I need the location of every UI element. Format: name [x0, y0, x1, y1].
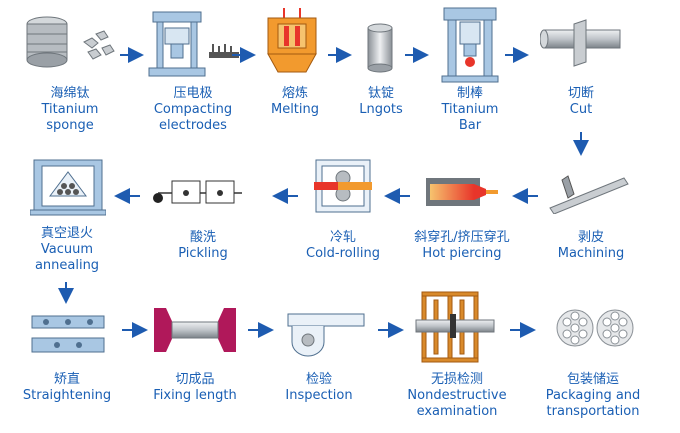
- step-label-en: Vacuum: [40, 242, 94, 257]
- step-nondestructive-examination: 无损检测 Nondestructive examination: [392, 372, 522, 420]
- step-pickling: 酸洗 Pickling: [138, 230, 268, 262]
- step-label-en: Machining: [557, 246, 625, 261]
- step-label-cn: 切断: [567, 86, 594, 101]
- step-label-cn: 酸洗: [189, 230, 216, 245]
- step-cold-rolling: 冷轧 Cold-rolling: [278, 230, 408, 262]
- step-label-en: Titanium: [41, 102, 99, 117]
- ingot-icon: [367, 23, 393, 73]
- step-label-cn: 矫直: [53, 372, 80, 387]
- step-label-en: annealing: [34, 258, 100, 273]
- step-straightening: 矫直 Straightening: [2, 372, 132, 404]
- step-label-en: Pickling: [178, 246, 228, 261]
- step-titanium-bar: 制棒 Titanium Bar: [405, 86, 535, 134]
- step-label-en: Titanium: [441, 102, 499, 117]
- step-label-cn: 钛锭: [367, 86, 394, 101]
- step-label-en: sponge: [46, 118, 94, 133]
- step-label-cn: 切成品: [175, 372, 215, 387]
- step-label-en: examination: [416, 404, 498, 419]
- step-label-cn: 斜穿孔/挤压穿孔: [414, 230, 510, 245]
- step-label-cn: 压电极: [173, 86, 213, 101]
- forge-icon: [441, 7, 499, 83]
- step-label-en: Bar: [458, 118, 482, 133]
- inspection-icon: [287, 313, 365, 357]
- step-label-en: Lngots: [359, 102, 403, 117]
- step-hot-piercing: 斜穿孔/挤压穿孔 Hot piercing: [397, 230, 527, 262]
- step-label-en: Straightening: [22, 388, 112, 403]
- step-label-cn: 冷轧: [329, 230, 356, 245]
- step-label-en: electrodes: [159, 118, 227, 133]
- step-label-en: Inspection: [285, 388, 353, 403]
- step-inspection: 检验 Inspection: [254, 372, 384, 404]
- step-label-cn: 检验: [305, 372, 332, 387]
- step-ingots: 钛锭 Lngots: [316, 86, 446, 118]
- saw-icon: [540, 19, 621, 67]
- annealing-icon: [30, 159, 106, 216]
- step-label-cn: 无损检测: [430, 372, 483, 387]
- rolling-icon: [314, 159, 372, 213]
- step-packaging-transportation: 包装储运 Packaging and transportation: [528, 372, 658, 420]
- step-label-en: Packaging and: [545, 388, 641, 403]
- step-label-cn: 剥皮: [577, 230, 604, 245]
- step-vacuum-annealing: 真空退火 Vacuum annealing: [2, 226, 132, 274]
- step-label-en: Fixing length: [153, 388, 237, 403]
- pickling-icon: [153, 180, 242, 204]
- step-melting: 熔炼 Melting: [230, 86, 360, 118]
- cut-length-icon: [154, 308, 236, 352]
- packaging-icon: [556, 309, 634, 347]
- press-icon: [148, 11, 239, 77]
- straightener-icon: [31, 315, 105, 353]
- piercing-icon: [426, 178, 498, 206]
- step-label-cn: 制棒: [456, 86, 483, 101]
- step-titanium-sponge: 海绵钛 Titanium sponge: [5, 86, 135, 134]
- step-compacting-electrodes: 压电极 Compacting electrodes: [128, 86, 258, 134]
- step-cut: 切断 Cut: [516, 86, 646, 118]
- step-label-en: Melting: [270, 102, 320, 117]
- step-label-cn: 熔炼: [281, 86, 308, 101]
- step-label-en: Compacting: [153, 102, 233, 117]
- furnace-icon: [267, 8, 317, 73]
- step-label-cn: 海绵钛: [50, 86, 90, 101]
- ndt-icon: [415, 291, 495, 363]
- step-label-cn: 真空退火: [40, 226, 93, 241]
- step-machining: 剥皮 Machining: [526, 230, 656, 262]
- step-label-cn: 包装储运: [566, 372, 619, 387]
- lathe-icon: [549, 175, 629, 214]
- step-label-en: Cut: [569, 102, 593, 117]
- step-label-en: Nondestructive: [407, 388, 507, 403]
- sponge-icon: [26, 16, 115, 68]
- step-fixing-length: 切成品 Fixing length: [130, 372, 260, 404]
- step-label-en: transportation: [546, 404, 640, 419]
- step-label-en: Cold-rolling: [306, 246, 380, 261]
- step-label-en: Hot piercing: [422, 246, 502, 261]
